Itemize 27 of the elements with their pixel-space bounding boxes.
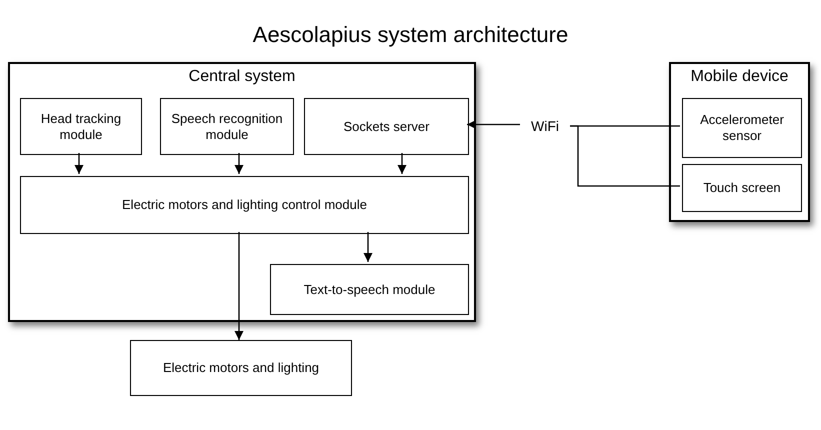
module-label: Accelerometer sensor	[699, 112, 785, 144]
module-box	[270, 264, 469, 315]
container-heading: Central system	[188, 67, 296, 87]
connector-arrow	[467, 120, 520, 129]
connector-arrow	[364, 232, 372, 262]
connector-arrow	[234, 232, 244, 340]
connector-arrow	[398, 153, 406, 174]
diagram-title: Aescolapius system architecture	[252, 21, 570, 49]
module-box	[130, 340, 352, 396]
container-box	[8, 62, 476, 322]
module-box	[682, 164, 802, 212]
module-box	[304, 98, 469, 155]
module-label: Head tracking module	[40, 110, 122, 142]
module-label: Touch screen	[703, 180, 781, 196]
container-heading: Mobile device	[690, 67, 790, 87]
connector-arrow	[74, 153, 84, 174]
module-box	[20, 98, 142, 155]
connector-arrow	[234, 153, 244, 174]
module-box	[160, 98, 294, 155]
module-label: Sockets server	[344, 118, 430, 134]
container-box	[669, 62, 810, 222]
module-label: Electric motors and lighting	[162, 360, 320, 376]
module-box	[20, 176, 469, 234]
module-label: Speech recognition module	[170, 110, 284, 142]
module-box	[682, 98, 802, 158]
module-label: Electric motors and lighting control module	[122, 197, 367, 213]
module-label: Text-to-speech module	[304, 282, 436, 298]
